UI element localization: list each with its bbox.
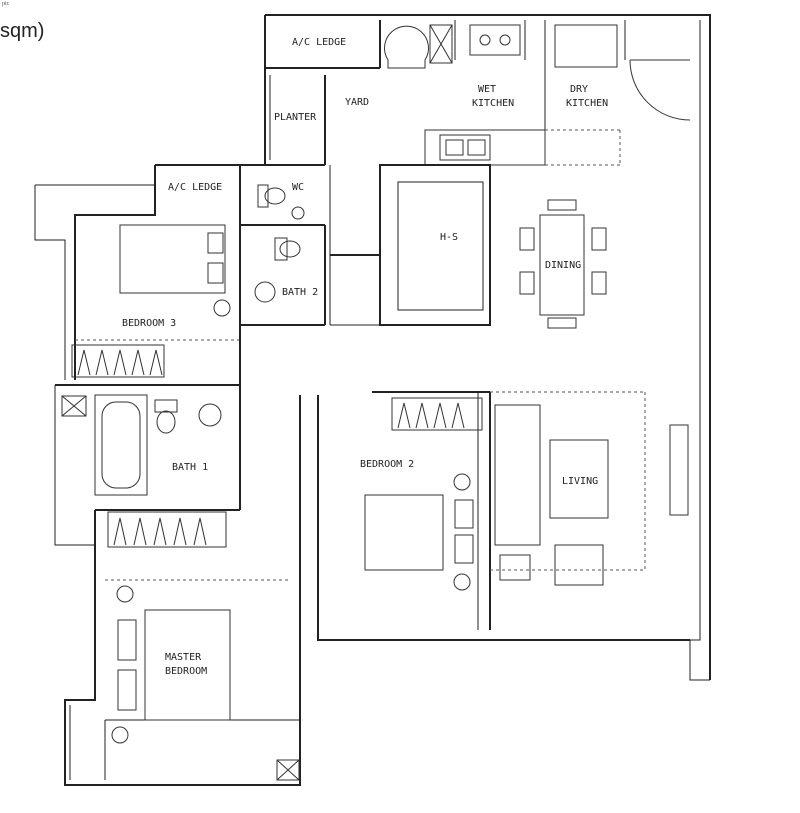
label-bath1: BATH 1	[172, 462, 208, 473]
washing-machine-icon	[384, 25, 429, 69]
sink-icon	[154, 399, 222, 434]
outer-walls	[34, 14, 711, 786]
label-ac-ledge-top: A/C LEDGE	[292, 37, 346, 48]
unit-note: sqm)	[0, 20, 45, 42]
label-living: LIVING	[562, 476, 598, 487]
sofa-icon	[494, 404, 689, 586]
label-bedroom2: BEDROOM 2	[360, 459, 414, 470]
label-wet-kitchen-2: KITCHEN	[472, 98, 514, 109]
label-bath2: BATH 2	[282, 287, 318, 298]
label-dry-kitchen-1: DRY	[570, 84, 588, 95]
label-bedroom3: BEDROOM 3	[122, 318, 176, 329]
room-labels: A/C LEDGE YARD PLANTER WET KITCHEN DRY K…	[122, 37, 608, 677]
label-planter: PLANTER	[274, 112, 317, 123]
wardrobe-icon	[71, 344, 483, 548]
stove-icon	[469, 24, 521, 56]
fridge-icon	[554, 24, 618, 68]
door-swing-icon	[629, 59, 691, 121]
label-hs: H-S	[440, 232, 458, 243]
bathtub-icon	[61, 394, 148, 496]
corner-note: ptc	[2, 1, 10, 7]
label-master-2: BEDROOM	[165, 666, 207, 677]
label-dining: DINING	[545, 260, 581, 271]
label-dry-kitchen-2: KITCHEN	[566, 98, 608, 109]
toilet-icon	[254, 184, 305, 303]
aircon-unit-icon	[429, 24, 453, 64]
floor-trap-icon	[111, 299, 471, 781]
bed-icon	[117, 224, 474, 721]
label-master-1: MASTER	[165, 652, 202, 663]
label-ac-ledge-left: A/C LEDGE	[168, 182, 222, 193]
label-wet-kitchen-1: WET	[478, 84, 496, 95]
kitchen-sink-icon	[439, 134, 491, 161]
label-wc: WC	[292, 182, 304, 193]
label-yard: YARD	[345, 97, 369, 108]
dining-table-icon	[519, 199, 607, 329]
